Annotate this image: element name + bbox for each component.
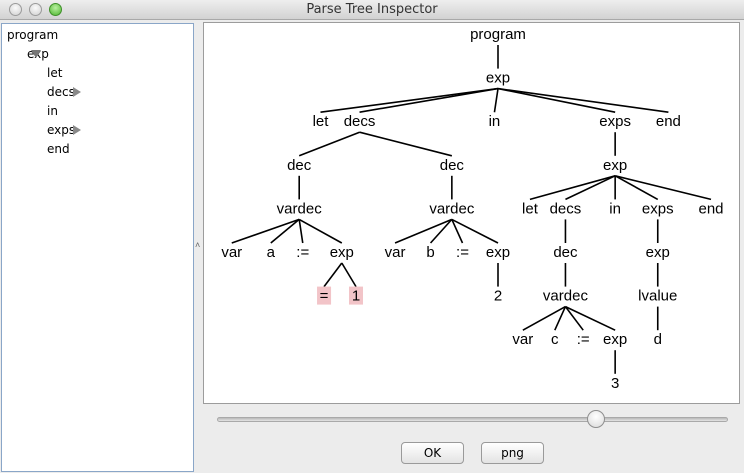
tree-node-2[interactable]: 2 — [494, 288, 502, 305]
disclosure-expanded-icon[interactable] — [31, 50, 41, 58]
tree-node-var[interactable]: var — [512, 331, 533, 348]
tree-edge — [565, 175, 616, 201]
tree-node-exps[interactable]: exps — [599, 113, 631, 130]
tree-item-exp[interactable]: exp — [27, 46, 49, 62]
tree-edge — [298, 218, 343, 244]
tree-node-in[interactable]: in — [609, 200, 621, 217]
tree-edge — [497, 87, 669, 113]
tree-node-1[interactable]: 1 — [352, 288, 360, 305]
tree-view-panel[interactable]: program exp let decs in exps end — [1, 23, 194, 472]
tree-item-in[interactable]: in — [47, 103, 58, 119]
tree-node-end[interactable]: end — [698, 200, 723, 217]
tree-item-label: exps — [47, 123, 76, 137]
tree-node-in[interactable]: in — [489, 113, 501, 130]
tree-edge — [614, 175, 712, 201]
tree-node-op[interactable]: := — [456, 244, 469, 261]
tree-edge — [320, 87, 499, 113]
tree-item-program[interactable]: program — [7, 27, 58, 43]
tree-item-let[interactable]: let — [47, 65, 62, 81]
tree-node-let[interactable]: let — [522, 200, 539, 217]
tree-edge — [451, 219, 464, 244]
zoom-window-icon[interactable] — [49, 3, 62, 16]
tree-node-let[interactable]: let — [313, 113, 330, 130]
disclosure-collapsed-icon[interactable] — [73, 87, 81, 97]
tree-node-dec[interactable]: dec — [553, 244, 578, 261]
tree-node-vardec[interactable]: vardec — [429, 200, 475, 217]
tree-edge — [429, 218, 453, 244]
tree-node-b[interactable]: b — [426, 244, 434, 261]
tree-node-op[interactable]: := — [577, 331, 590, 348]
zoom-slider-thumb[interactable] — [586, 410, 605, 428]
tree-node-dec[interactable]: dec — [440, 157, 465, 174]
tree-edge — [359, 87, 499, 113]
tree-edge — [614, 175, 659, 201]
tree-edge — [270, 218, 300, 244]
tree-node-a[interactable]: a — [267, 244, 276, 261]
tree-node-end[interactable]: end — [656, 113, 681, 130]
tree-node-op[interactable]: = — [320, 288, 329, 305]
window-title: Parse Tree Inspector — [306, 2, 438, 17]
split-pane-divider-icon[interactable]: ˄ — [195, 240, 201, 250]
tree-edge — [529, 175, 616, 201]
tree-item-label: let — [47, 66, 63, 80]
tree-node-exp[interactable]: exp — [486, 244, 510, 261]
tree-item-label: end — [47, 142, 70, 156]
tree-edge — [522, 305, 566, 331]
tree-item-end[interactable]: end — [47, 141, 70, 157]
close-window-icon[interactable] — [9, 3, 22, 16]
tree-node-d[interactable]: d — [654, 331, 662, 348]
tree-edge — [341, 262, 357, 288]
tree-edge — [565, 305, 616, 331]
title-bar[interactable]: Parse Tree Inspector — [0, 0, 744, 20]
tree-node-program[interactable]: program — [470, 26, 526, 43]
tree-edge — [323, 262, 343, 288]
zoom-slider-track[interactable] — [217, 417, 728, 422]
tree-node-exps[interactable]: exps — [642, 200, 674, 217]
ok-button[interactable]: OK — [401, 442, 464, 464]
tree-node-exp[interactable]: exp — [330, 244, 354, 261]
disclosure-collapsed-icon[interactable] — [73, 125, 81, 135]
tree-node-vardec[interactable]: vardec — [543, 288, 589, 305]
tree-node-exp[interactable]: exp — [486, 70, 510, 87]
error-node-highlight — [349, 286, 363, 305]
tree-item-label: program — [7, 28, 59, 42]
tree-node-var[interactable]: var — [385, 244, 406, 261]
tree-edge — [231, 218, 300, 244]
tree-edge — [298, 219, 304, 244]
tree-edge — [298, 131, 360, 157]
tree-node-var[interactable]: var — [221, 244, 242, 261]
tree-node-decs[interactable]: decs — [344, 113, 376, 130]
tree-node-decs[interactable]: decs — [550, 200, 582, 217]
tree-edge — [394, 218, 453, 244]
tree-item-label: decs — [47, 85, 75, 99]
tree-node-vardec[interactable]: vardec — [277, 200, 323, 217]
tree-item-exps[interactable]: exps — [47, 122, 81, 138]
error-node-highlight — [317, 286, 332, 305]
tree-item-label: in — [47, 104, 58, 118]
tree-node-exp[interactable]: exp — [603, 331, 627, 348]
tree-edge — [554, 306, 567, 331]
tree-node-c[interactable]: c — [551, 331, 559, 348]
tree-node-exp[interactable]: exp — [603, 157, 627, 174]
tree-node-op[interactable]: := — [296, 244, 309, 261]
tree-edge — [451, 218, 499, 244]
tree-edge — [564, 306, 584, 331]
tree-node-dec[interactable]: dec — [287, 157, 312, 174]
tree-edge — [359, 131, 453, 157]
tree-edge — [497, 87, 616, 113]
minimize-window-icon[interactable] — [29, 3, 42, 16]
tree-item-decs[interactable]: decs — [47, 84, 81, 100]
tree-node-lvalue[interactable]: lvalue — [638, 288, 677, 305]
tree-node-exp[interactable]: exp — [646, 244, 670, 261]
png-button[interactable]: png — [481, 442, 544, 464]
tree-edge — [493, 88, 499, 113]
tree-node-3[interactable]: 3 — [611, 375, 619, 392]
